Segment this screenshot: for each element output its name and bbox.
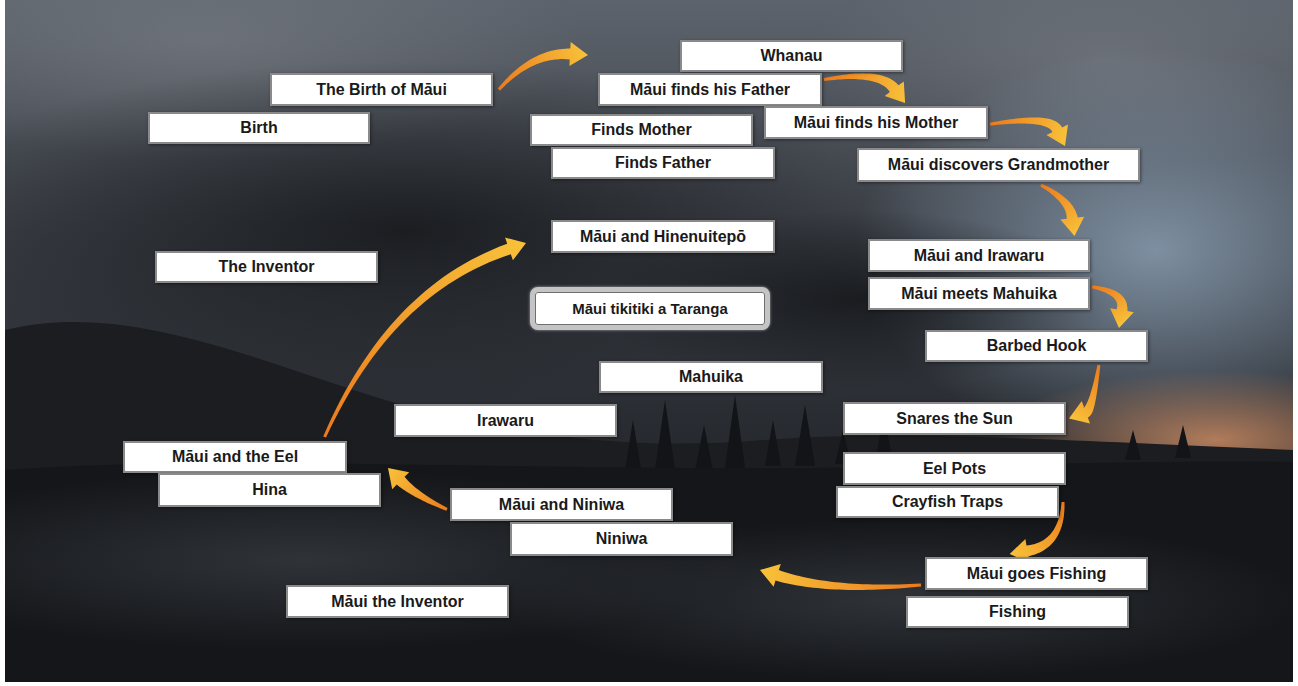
box-label: Māui and Hinenuitepō [580, 227, 746, 246]
topic-box: Māui meets Mahuika [868, 277, 1090, 310]
box-label: Snares the Sun [896, 409, 1012, 428]
box-label: Māui the Inventor [331, 592, 463, 611]
topic-box: Barbed Hook [925, 330, 1148, 362]
topic-box: The Inventor [155, 251, 378, 283]
topic-box: Māui and Niniwa [450, 488, 673, 521]
topic-box: Māui and Hinenuitepō [551, 220, 775, 253]
box-label: The Inventor [218, 257, 314, 276]
flow-arrow [824, 73, 905, 103]
box-label: Mahuika [679, 367, 743, 386]
topic-box: Eel Pots [843, 452, 1066, 485]
topic-box: Finds Father [551, 147, 775, 179]
topic-box: Crayfish Traps [836, 486, 1059, 518]
box-label: Māui and Irawaru [914, 246, 1045, 265]
box-label: Māui tikitiki a Taranga [572, 300, 728, 318]
topic-box: Māui the Inventor [286, 585, 509, 618]
flow-arrow [388, 468, 448, 511]
flow-arrow [760, 564, 921, 590]
box-label: Eel Pots [923, 459, 986, 478]
topic-box: Māui discovers Grandmother [857, 148, 1140, 182]
box-label: Māui meets Mahuika [901, 284, 1057, 303]
box-label: Fishing [989, 602, 1046, 621]
box-label: Māui finds his Father [630, 80, 790, 99]
topic-box: Snares the Sun [843, 402, 1066, 435]
box-label: Māui goes Fishing [967, 564, 1107, 583]
topic-box: Irawaru [394, 404, 617, 437]
flow-arrow [990, 118, 1068, 147]
box-label: Māui and Niniwa [499, 495, 624, 514]
flow-arrow [1092, 285, 1134, 328]
box-label: Māui and the Eel [172, 447, 298, 466]
topic-box: Māui and the Eel [123, 441, 347, 473]
flow-arrow [1069, 365, 1100, 424]
box-label: Finds Mother [591, 120, 691, 139]
box-label: Whanau [760, 46, 822, 65]
box-label: Māui discovers Grandmother [888, 155, 1109, 174]
box-label: The Birth of Māui [316, 80, 447, 99]
topic-box: Māui goes Fishing [925, 557, 1148, 590]
box-label: Niniwa [596, 529, 648, 548]
central-box: Māui tikitiki a Taranga [530, 287, 770, 330]
box-label: Barbed Hook [987, 336, 1087, 355]
box-label: Crayfish Traps [892, 492, 1003, 511]
box-label: Hina [252, 480, 287, 499]
flow-arrow [498, 42, 588, 90]
topic-box: Hina [158, 473, 381, 507]
topic-box: Māui and Irawaru [868, 239, 1090, 272]
topic-box: Finds Mother [530, 114, 753, 146]
topic-box: Niniwa [510, 522, 733, 556]
box-label: Finds Father [615, 153, 711, 172]
flow-arrow [1040, 184, 1084, 236]
topic-box: Māui finds his Mother [764, 106, 988, 139]
topic-box: Mahuika [599, 361, 823, 393]
topic-box: Māui finds his Father [598, 73, 822, 106]
topic-box: Birth [148, 112, 370, 144]
topic-box: Whanau [680, 40, 903, 72]
topic-box: Fishing [906, 596, 1129, 628]
box-label: Irawaru [477, 411, 534, 430]
box-label: Birth [240, 118, 277, 137]
box-label: Māui finds his Mother [794, 113, 958, 132]
topic-box: The Birth of Māui [270, 73, 493, 106]
